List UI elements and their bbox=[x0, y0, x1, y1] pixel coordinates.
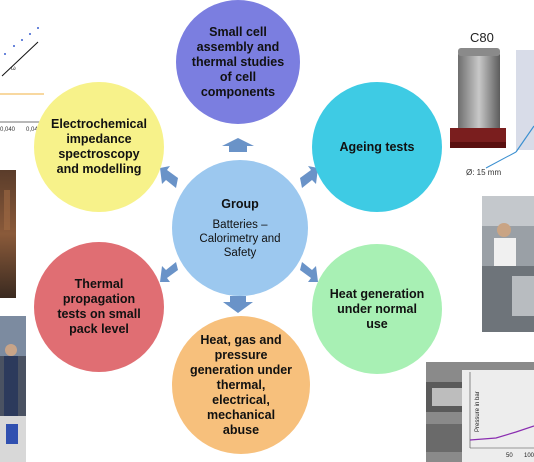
node-label-line: of cell bbox=[219, 69, 257, 84]
svg-text:ω: ω bbox=[11, 66, 16, 72]
arrow-lower-left-icon bbox=[160, 262, 178, 282]
node-label-line: pressure bbox=[214, 347, 268, 362]
arrow-down-icon bbox=[223, 296, 253, 313]
center-subtitle: Calorimetry and bbox=[199, 232, 281, 245]
node-label-line: generation under bbox=[189, 362, 293, 377]
center-group-circle: Group Batteries – Calorimetry and Safety bbox=[172, 160, 308, 296]
arrow-lower-right-icon bbox=[300, 262, 318, 282]
node-label-line: under normal bbox=[337, 301, 417, 316]
node-label-line: thermal, bbox=[216, 377, 266, 392]
node-label-line: Ageing tests bbox=[339, 139, 415, 154]
pressure-tick-label: 100 bbox=[524, 453, 534, 459]
center-subtitle: Batteries – bbox=[212, 218, 268, 231]
lab-people-photo bbox=[0, 316, 26, 462]
arrow-upper-right-icon bbox=[300, 166, 318, 188]
node-label-line: propagation bbox=[62, 292, 136, 306]
arrow-upper-left-icon bbox=[160, 166, 178, 188]
cell-photo bbox=[0, 170, 16, 298]
c80-label: C80 bbox=[470, 30, 494, 45]
center-subtitle: Safety bbox=[223, 246, 257, 259]
node-label-line: electrical, bbox=[212, 392, 270, 407]
diameter-label: Ø: 15 mm bbox=[466, 168, 502, 177]
lab-worker-photo bbox=[482, 196, 534, 332]
node-ageing: Ageing tests bbox=[312, 82, 442, 212]
pressure-tick-label: 50 bbox=[506, 453, 513, 459]
node-label-line: spectroscopy bbox=[58, 147, 140, 161]
chart-tick-label: 0,04 bbox=[26, 127, 38, 133]
node-label-line: Small cell bbox=[209, 24, 267, 39]
chart-tick-label: 0,040 bbox=[0, 127, 16, 133]
node-label-line: assembly and bbox=[196, 39, 280, 54]
pressure-axis-label: Pressure in bar bbox=[475, 391, 481, 432]
node-label-line: Thermal bbox=[74, 277, 124, 291]
node-label-line: Heat, gas and bbox=[200, 332, 282, 347]
node-label-line: thermal studies bbox=[191, 54, 285, 69]
node-label-line: Heat generation bbox=[329, 286, 425, 301]
c80-calorimeter-photo: C80 Ø: 15 mm bbox=[446, 30, 534, 188]
node-label-line: tests on small bbox=[57, 307, 141, 321]
center-title: Group bbox=[221, 196, 259, 211]
impedance-chart-photo: ω 0,040 0,04 bbox=[0, 0, 44, 140]
node-label-line: and modelling bbox=[56, 162, 142, 176]
node-label-line: abuse bbox=[222, 422, 260, 437]
node-label-line: impedance bbox=[66, 132, 132, 146]
arrow-up-icon bbox=[222, 138, 254, 152]
node-label-line: mechanical bbox=[206, 407, 276, 422]
node-label-line: components bbox=[200, 84, 276, 99]
node-label-line: pack level bbox=[69, 322, 129, 336]
node-label-line: use bbox=[366, 316, 388, 331]
node-label-line: Electrochemical bbox=[51, 117, 147, 131]
pressure-plot-photo: 50 100 Pressure in bar bbox=[426, 362, 534, 462]
